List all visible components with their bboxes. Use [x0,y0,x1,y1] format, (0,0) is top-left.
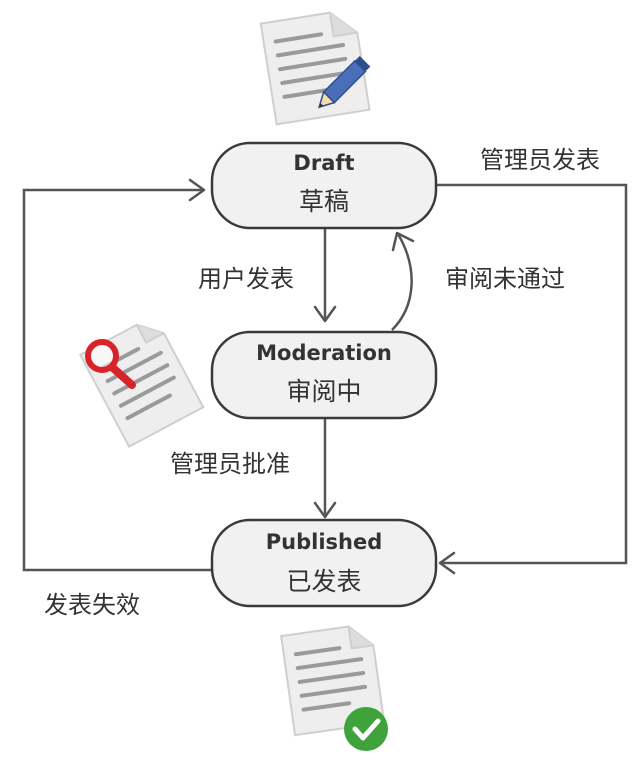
state-moderation-zh: 审阅中 [286,377,361,406]
document-check-icon [280,625,388,751]
state-moderation: Moderation 审阅中 [210,330,438,420]
state-published: Published 已发表 [210,518,438,608]
label-draft-to-published: 管理员发表 [480,146,600,174]
state-moderation-en: Moderation [256,341,392,365]
state-draft: Draft 草稿 [210,141,438,230]
state-draft-zh: 草稿 [299,187,349,216]
state-draft-en: Draft [293,151,354,175]
label-moderation-to-published: 管理员批准 [170,450,290,478]
label-draft-to-moderation: 用户发表 [198,265,294,293]
label-published-to-draft: 发表失效 [44,591,140,619]
edge-moderation-to-draft [391,231,415,331]
edge-draft-to-published [436,183,628,575]
state-published-en: Published [266,530,383,554]
edge-draft-to-moderation [313,228,337,323]
edge-published-to-draft [22,178,212,572]
document-magnifier-icon [78,323,205,449]
edge-moderation-to-published [313,418,337,519]
state-published-zh: 已发表 [286,567,361,596]
document-pencil-icon [259,11,371,126]
label-moderation-to-draft: 审阅未通过 [445,265,565,293]
